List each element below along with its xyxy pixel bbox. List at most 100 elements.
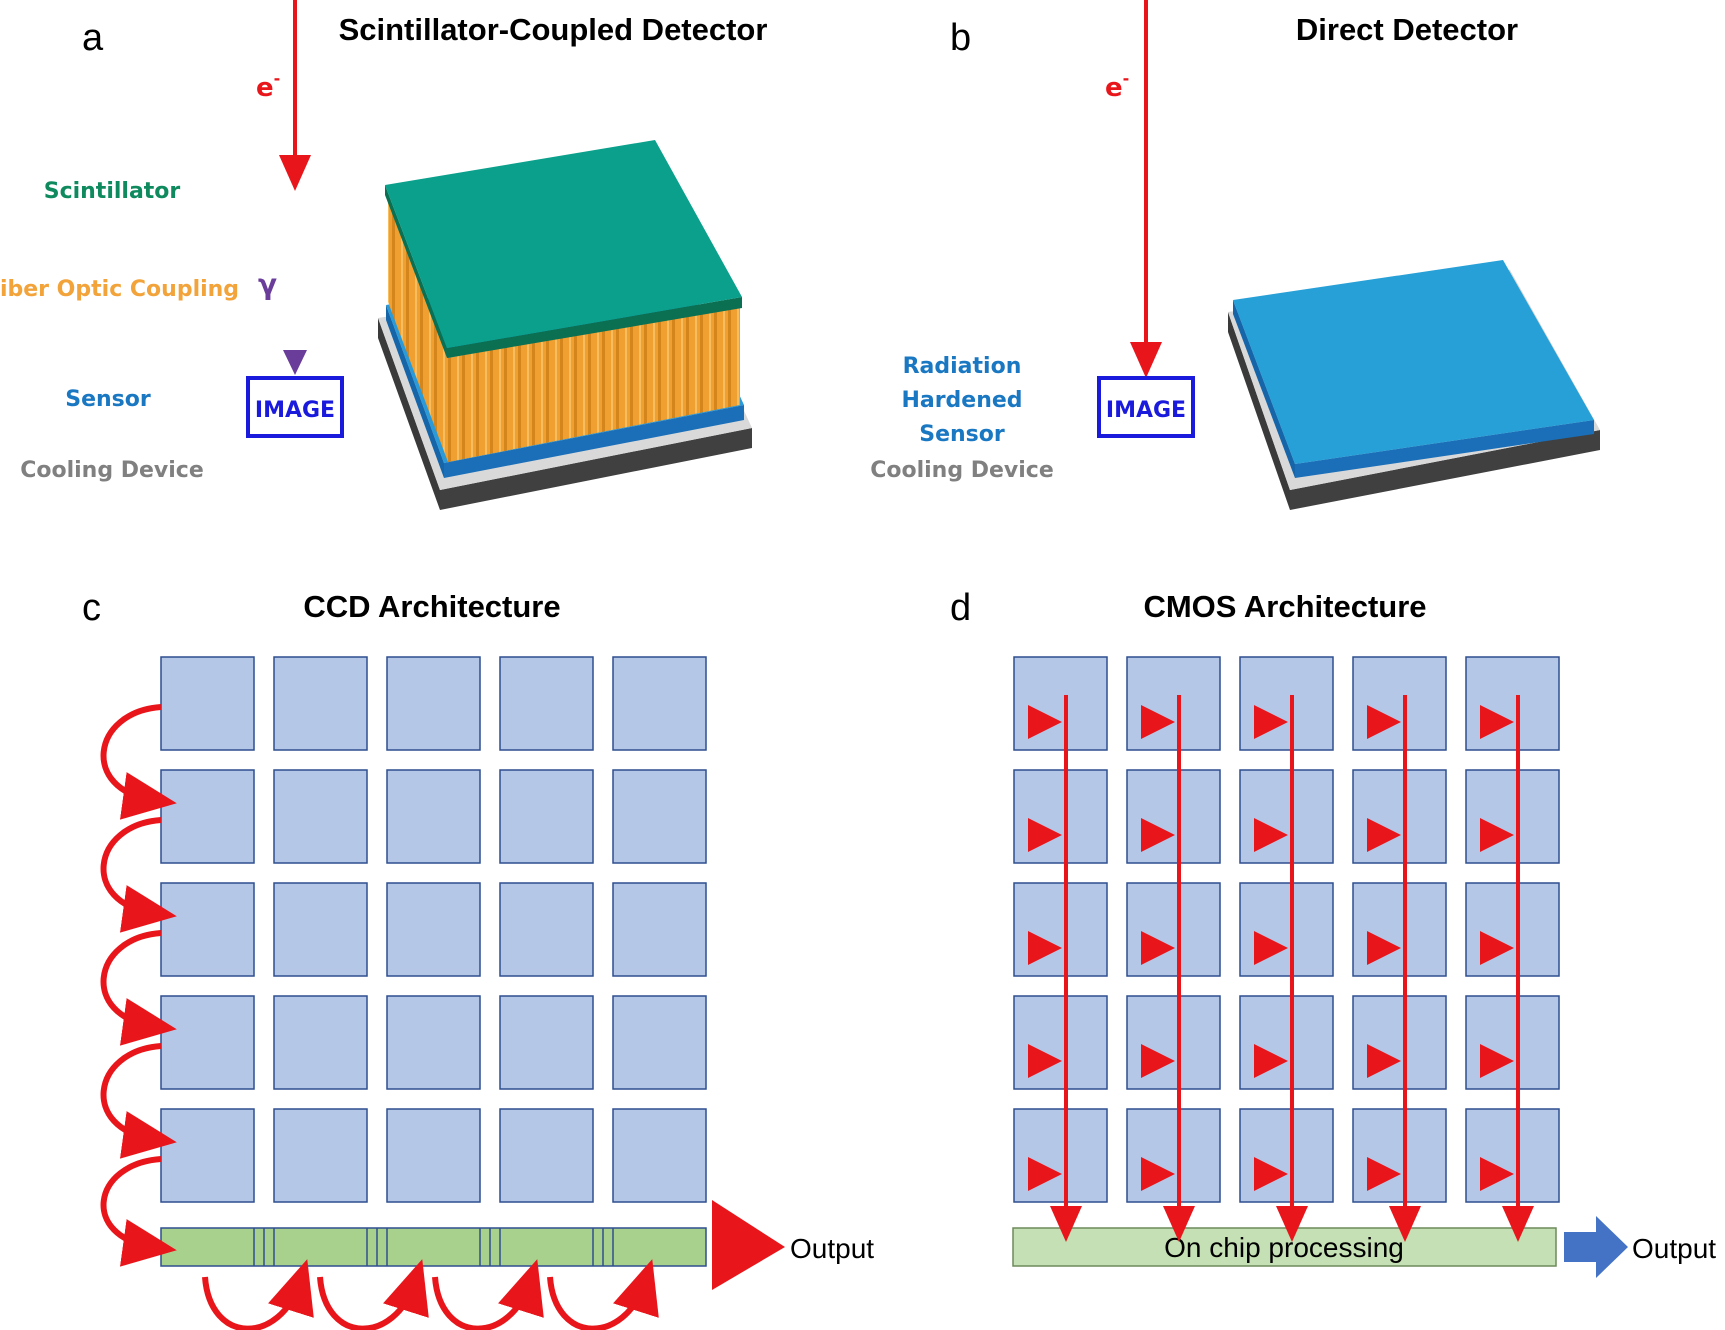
cmos-pixel: [1465, 995, 1560, 1090]
image-box-a: [246, 376, 344, 438]
cmos-pixel: [1126, 769, 1221, 864]
panel-letter-b: b: [950, 17, 971, 59]
pixel-amplifier-triangle: [1480, 931, 1514, 965]
cmos-pixel: [1465, 656, 1560, 751]
cmos-pixel: [1126, 1108, 1221, 1203]
ccd-transfer-arrows: [100, 704, 659, 1330]
pixel-amplifier-triangle: [1028, 1044, 1062, 1078]
ccd-pixel: [499, 995, 594, 1090]
scintillator-top: [385, 140, 742, 348]
fiber-block-front: [448, 302, 740, 462]
sensor-layer-left-b: [1233, 300, 1295, 478]
cmos-pixel: [1239, 995, 1334, 1090]
panel-c-title: CCD Architecture: [303, 589, 560, 624]
scintillator-front: [447, 297, 742, 358]
pixel-amplifier-triangle: [1141, 705, 1175, 739]
gamma-label: γ: [258, 268, 277, 301]
image-box-a-label: IMAGE: [255, 398, 335, 423]
cmos-pixel: [1352, 656, 1447, 751]
cmos-pixel: [1352, 1108, 1447, 1203]
ccd-vertical-transfer-arrow: [100, 1043, 177, 1159]
fiber-optic-label: Fiber Optic Coupling: [0, 277, 239, 302]
pixel-amplifier-triangle: [1480, 705, 1514, 739]
ccd-vertical-transfer-arrow: [100, 1156, 177, 1267]
pixel-amplifier-triangle: [1367, 705, 1401, 739]
ccd-pixel: [273, 995, 368, 1090]
ccd-pixel: [273, 769, 368, 864]
cmos-pixel: [1465, 882, 1560, 977]
pixel-amplifier-triangle: [1367, 1044, 1401, 1078]
ccd-pixel: [499, 882, 594, 977]
pixel-amplifier-triangle: [1367, 931, 1401, 965]
ccd-pixel: [386, 995, 481, 1090]
cooling-base-left: [378, 318, 440, 510]
scintillator-label: Scintillator: [44, 179, 181, 204]
pixel-amplifier-triangle: [1028, 1157, 1062, 1191]
cmos-pixel: [1239, 769, 1334, 864]
cooling-base-left-b: [1228, 312, 1290, 510]
sensor-label-a: Sensor: [65, 387, 151, 412]
ccd-pixel: [160, 995, 255, 1090]
ccd-pixel: [612, 995, 707, 1090]
panel-letter-d: d: [950, 587, 971, 629]
pixel-amplifier-triangle: [1480, 1157, 1514, 1191]
electron-label: e-: [256, 69, 280, 103]
direct-detector-stack-3d: [1228, 260, 1600, 510]
cooling-base-front-b: [1290, 430, 1600, 510]
readout-register-bar: [160, 1227, 707, 1267]
scintillator-stack-3d: [378, 140, 752, 510]
cmos-pixel: [1013, 882, 1108, 977]
ccd-pixel: [612, 656, 707, 751]
cmos-output-arrow: [1564, 1216, 1628, 1278]
ccd-horizontal-transfer-arrow: [547, 1259, 659, 1330]
cmos-pixel: [1352, 769, 1447, 864]
panel-d-title: CMOS Architecture: [1143, 589, 1426, 624]
ccd-output-label: Output: [790, 1233, 874, 1264]
cooling-label-b: Cooling Device: [870, 458, 1054, 483]
ccd-pixel: [499, 656, 594, 751]
ccd-pixel: [612, 769, 707, 864]
cooling-base-front: [440, 428, 752, 510]
cmos-pixel: [1239, 656, 1334, 751]
pixel-amplifier-triangle: [1254, 1157, 1288, 1191]
cmos-pixel: [1352, 995, 1447, 1090]
ccd-pixel: [386, 656, 481, 751]
ccd-pixel: [499, 769, 594, 864]
panel-a: a Scintillator-Coupled Detector e- γ IMA…: [0, 0, 767, 510]
image-box-b: [1097, 376, 1195, 438]
cmos-pixel: [1013, 769, 1108, 864]
pixel-amplifier-triangle: [1254, 1044, 1288, 1078]
pixel-amplifier-triangle: [1367, 1157, 1401, 1191]
panel-d: d CMOS Architecture On chip processing O…: [950, 587, 1716, 1278]
cmos-pixel: [1013, 656, 1108, 751]
panel-letter-c: c: [82, 587, 101, 629]
cooling-label-a: Cooling Device: [20, 458, 204, 483]
sensor-layer-front: [444, 405, 744, 478]
ccd-pixel: [273, 656, 368, 751]
cmos-pixel: [1465, 1108, 1560, 1203]
pixel-amplifier-triangle: [1141, 931, 1175, 965]
pixel-amplifier-triangle: [1028, 931, 1062, 965]
ccd-pixel: [160, 656, 255, 751]
cmos-pixel: [1239, 882, 1334, 977]
cmos-pixel: [1013, 995, 1108, 1090]
pixel-amplifier-triangle: [1367, 818, 1401, 852]
scintillator-left: [385, 185, 447, 358]
panel-b-title: Direct Detector: [1296, 12, 1518, 47]
on-chip-processing-label: On chip processing: [1164, 1232, 1404, 1263]
ccd-pixel: [499, 1108, 594, 1203]
cmos-output-label: Output: [1632, 1233, 1716, 1264]
ccd-pixel: [612, 1108, 707, 1203]
ccd-pixel: [273, 882, 368, 977]
sensor-layer-top-b: [1233, 260, 1594, 464]
sensor-layer-left: [386, 305, 444, 478]
ccd-horizontal-transfer-arrow: [432, 1259, 544, 1330]
cmos-pixel: [1352, 882, 1447, 977]
ccd-pixel: [273, 1108, 368, 1203]
rad-hard-label-3: Sensor: [919, 422, 1005, 447]
ccd-horizontal-transfer-arrow: [202, 1259, 314, 1330]
pixel-amplifier-triangle: [1141, 1044, 1175, 1078]
ccd-horizontal-transfer-arrow: [317, 1259, 429, 1330]
pixel-amplifier-triangle: [1254, 931, 1288, 965]
